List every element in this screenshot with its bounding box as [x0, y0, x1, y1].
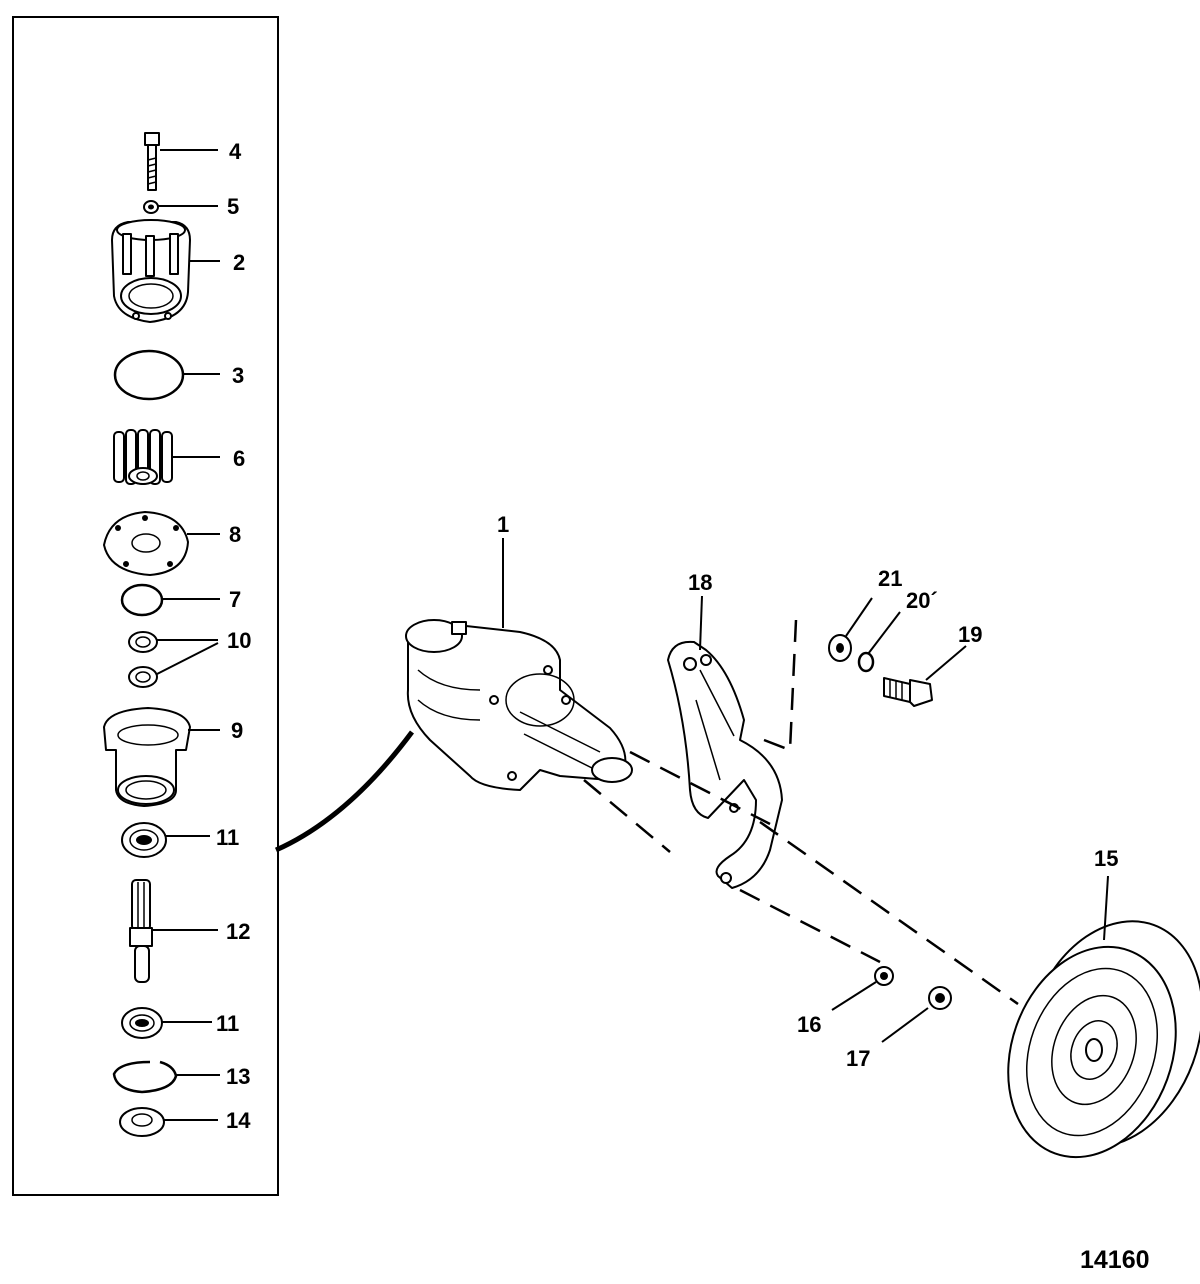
assembly-line-to-pulley: [759, 820, 1019, 1006]
callout-14: 14: [226, 1108, 251, 1133]
callout-11-upper: 11: [216, 825, 239, 850]
callout-18: 18: [688, 570, 712, 595]
callout-12: 12: [226, 919, 250, 944]
inset-box: [12, 16, 279, 1196]
leader-16: [831, 981, 877, 1011]
callout-4: 4: [229, 139, 242, 164]
callout-9: 9: [231, 718, 243, 743]
part-9-cover: [103, 707, 220, 807]
assembly-line-pump-to-bracket: [629, 750, 771, 826]
part-20-lock-washer: [857, 651, 875, 673]
callout-19: 19: [958, 622, 982, 647]
callout-21: 21: [878, 566, 902, 591]
assembly-line-bolt: [763, 619, 798, 752]
callout-16: 16: [797, 1012, 821, 1037]
callout-15: 15: [1094, 846, 1118, 871]
part-8-wear-plate: [103, 511, 220, 576]
callout-3: 3: [232, 363, 244, 388]
part-14-washer: [119, 1107, 218, 1137]
callout-10: 10: [227, 628, 251, 653]
part-3-o-ring: [113, 349, 220, 401]
callout-5: 5: [227, 194, 239, 219]
part-16-nut: [874, 966, 894, 986]
assembly-line-to-nut-16: [739, 888, 881, 964]
leader-17: [881, 1007, 929, 1043]
leader-20: [867, 611, 901, 655]
part-1-pump-assembly: [405, 619, 633, 791]
part-21-washer: [828, 634, 852, 662]
inset-connector-line: [274, 730, 415, 853]
callout-11-lower: 11: [216, 1011, 239, 1036]
figure-number: 14160: [1080, 1246, 1150, 1274]
assembly-line-bracket: [583, 779, 671, 853]
part-5-washer: [143, 200, 218, 214]
part-2-pump-body: [111, 219, 220, 323]
callout-1: 1: [497, 512, 509, 537]
leader-19: [925, 645, 967, 681]
part-7-small-o-ring: [120, 583, 220, 617]
callout-7: 7: [229, 587, 241, 612]
part-17-nut: [928, 986, 952, 1010]
part-19-bolt: [883, 677, 933, 707]
part-15-pulley: [1007, 920, 1200, 1159]
callout-6: 6: [233, 446, 245, 471]
part-18-bracket: [667, 640, 783, 889]
part-6-impeller: [113, 429, 220, 485]
part-11-bearing-lower: [121, 1007, 212, 1039]
part-13-snap-ring: [112, 1060, 220, 1094]
leader-15: [1103, 875, 1109, 941]
callout-2: 2: [233, 250, 245, 275]
leader-18: [699, 595, 703, 651]
part-11-bearing-upper: [121, 822, 210, 858]
part-12-shaft: [129, 879, 218, 983]
leader-21: [845, 597, 873, 637]
callout-20: 20´: [906, 588, 938, 613]
callout-8: 8: [229, 522, 241, 547]
part-10-seals: [128, 631, 219, 688]
part-4-bolt: [144, 132, 218, 191]
callout-13: 13: [226, 1064, 250, 1089]
callout-17: 17: [846, 1046, 870, 1071]
